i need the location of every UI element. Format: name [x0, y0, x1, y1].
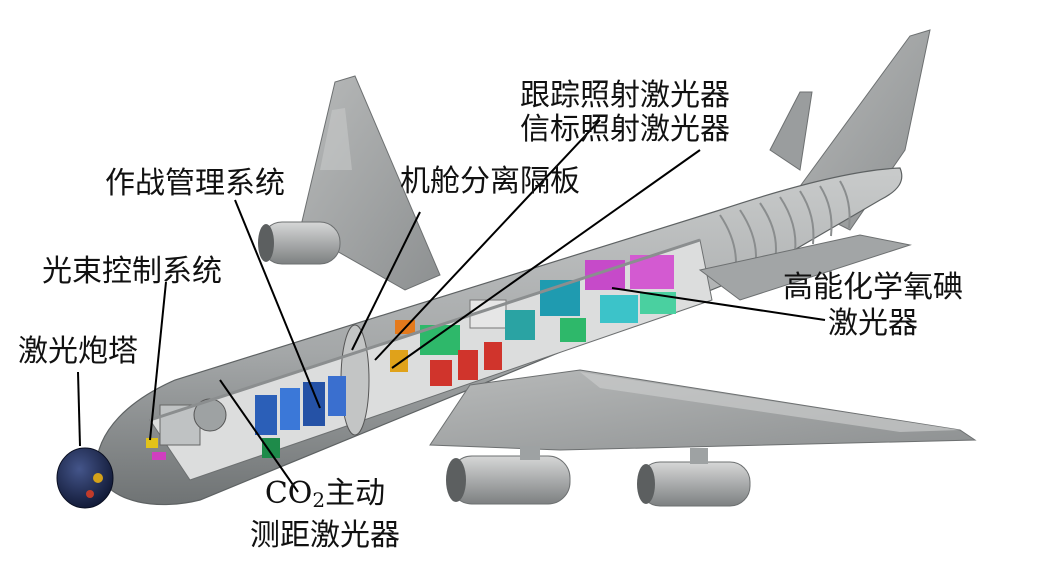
leader-bulkhead	[351, 211, 421, 351]
cutaway-cabin	[146, 238, 713, 481]
label-coil-line2: 激光器	[828, 306, 918, 341]
left-engine	[258, 221, 341, 265]
right-outer-engine	[637, 448, 751, 507]
right-wing	[429, 369, 977, 451]
leader-coil	[611, 287, 826, 321]
beam-control-optics	[146, 398, 227, 460]
leader-co2	[219, 379, 299, 493]
horizontal-stabilizer-near	[698, 234, 912, 301]
leader-beam-control	[149, 281, 167, 441]
label-co2-subscript: 2	[312, 488, 326, 512]
label-co2-ranging-laser: CO2主动 测距激光器	[240, 476, 410, 554]
label-coil-line1: 高能化学氧碘	[783, 270, 963, 305]
label-co2-line1: CO2主动	[240, 476, 410, 518]
label-co2-line2: 测距激光器	[250, 518, 400, 553]
leader-beacon-laser	[391, 149, 701, 369]
leader-lines	[77, 119, 826, 493]
label-coil-laser: 高能化学氧碘 激光器	[768, 270, 978, 342]
label-co2-suffix: 主动	[325, 476, 386, 511]
label-tracking-illumination-laser: 跟踪照射激光器	[520, 78, 730, 113]
label-laser-turret: 激光炮塔	[18, 334, 138, 369]
leader-turret	[77, 371, 81, 447]
laser-turret	[56, 447, 114, 509]
battle-management-racks	[255, 376, 346, 458]
right-inner-engine	[446, 446, 571, 505]
label-beacon-illumination-laser: 信标照射激光器	[520, 112, 730, 147]
label-beam-control-system: 光束控制系统	[42, 254, 222, 289]
coil-laser-modules	[390, 255, 676, 386]
leader-tracking-laser	[374, 119, 601, 361]
horizontal-stabilizer-far	[769, 91, 813, 171]
leader-battle-management	[234, 199, 321, 409]
label-co2-prefix: CO	[264, 476, 313, 511]
label-battle-management-system: 作战管理系统	[105, 166, 285, 201]
label-cabin-bulkhead: 机舱分离隔板	[400, 164, 580, 199]
